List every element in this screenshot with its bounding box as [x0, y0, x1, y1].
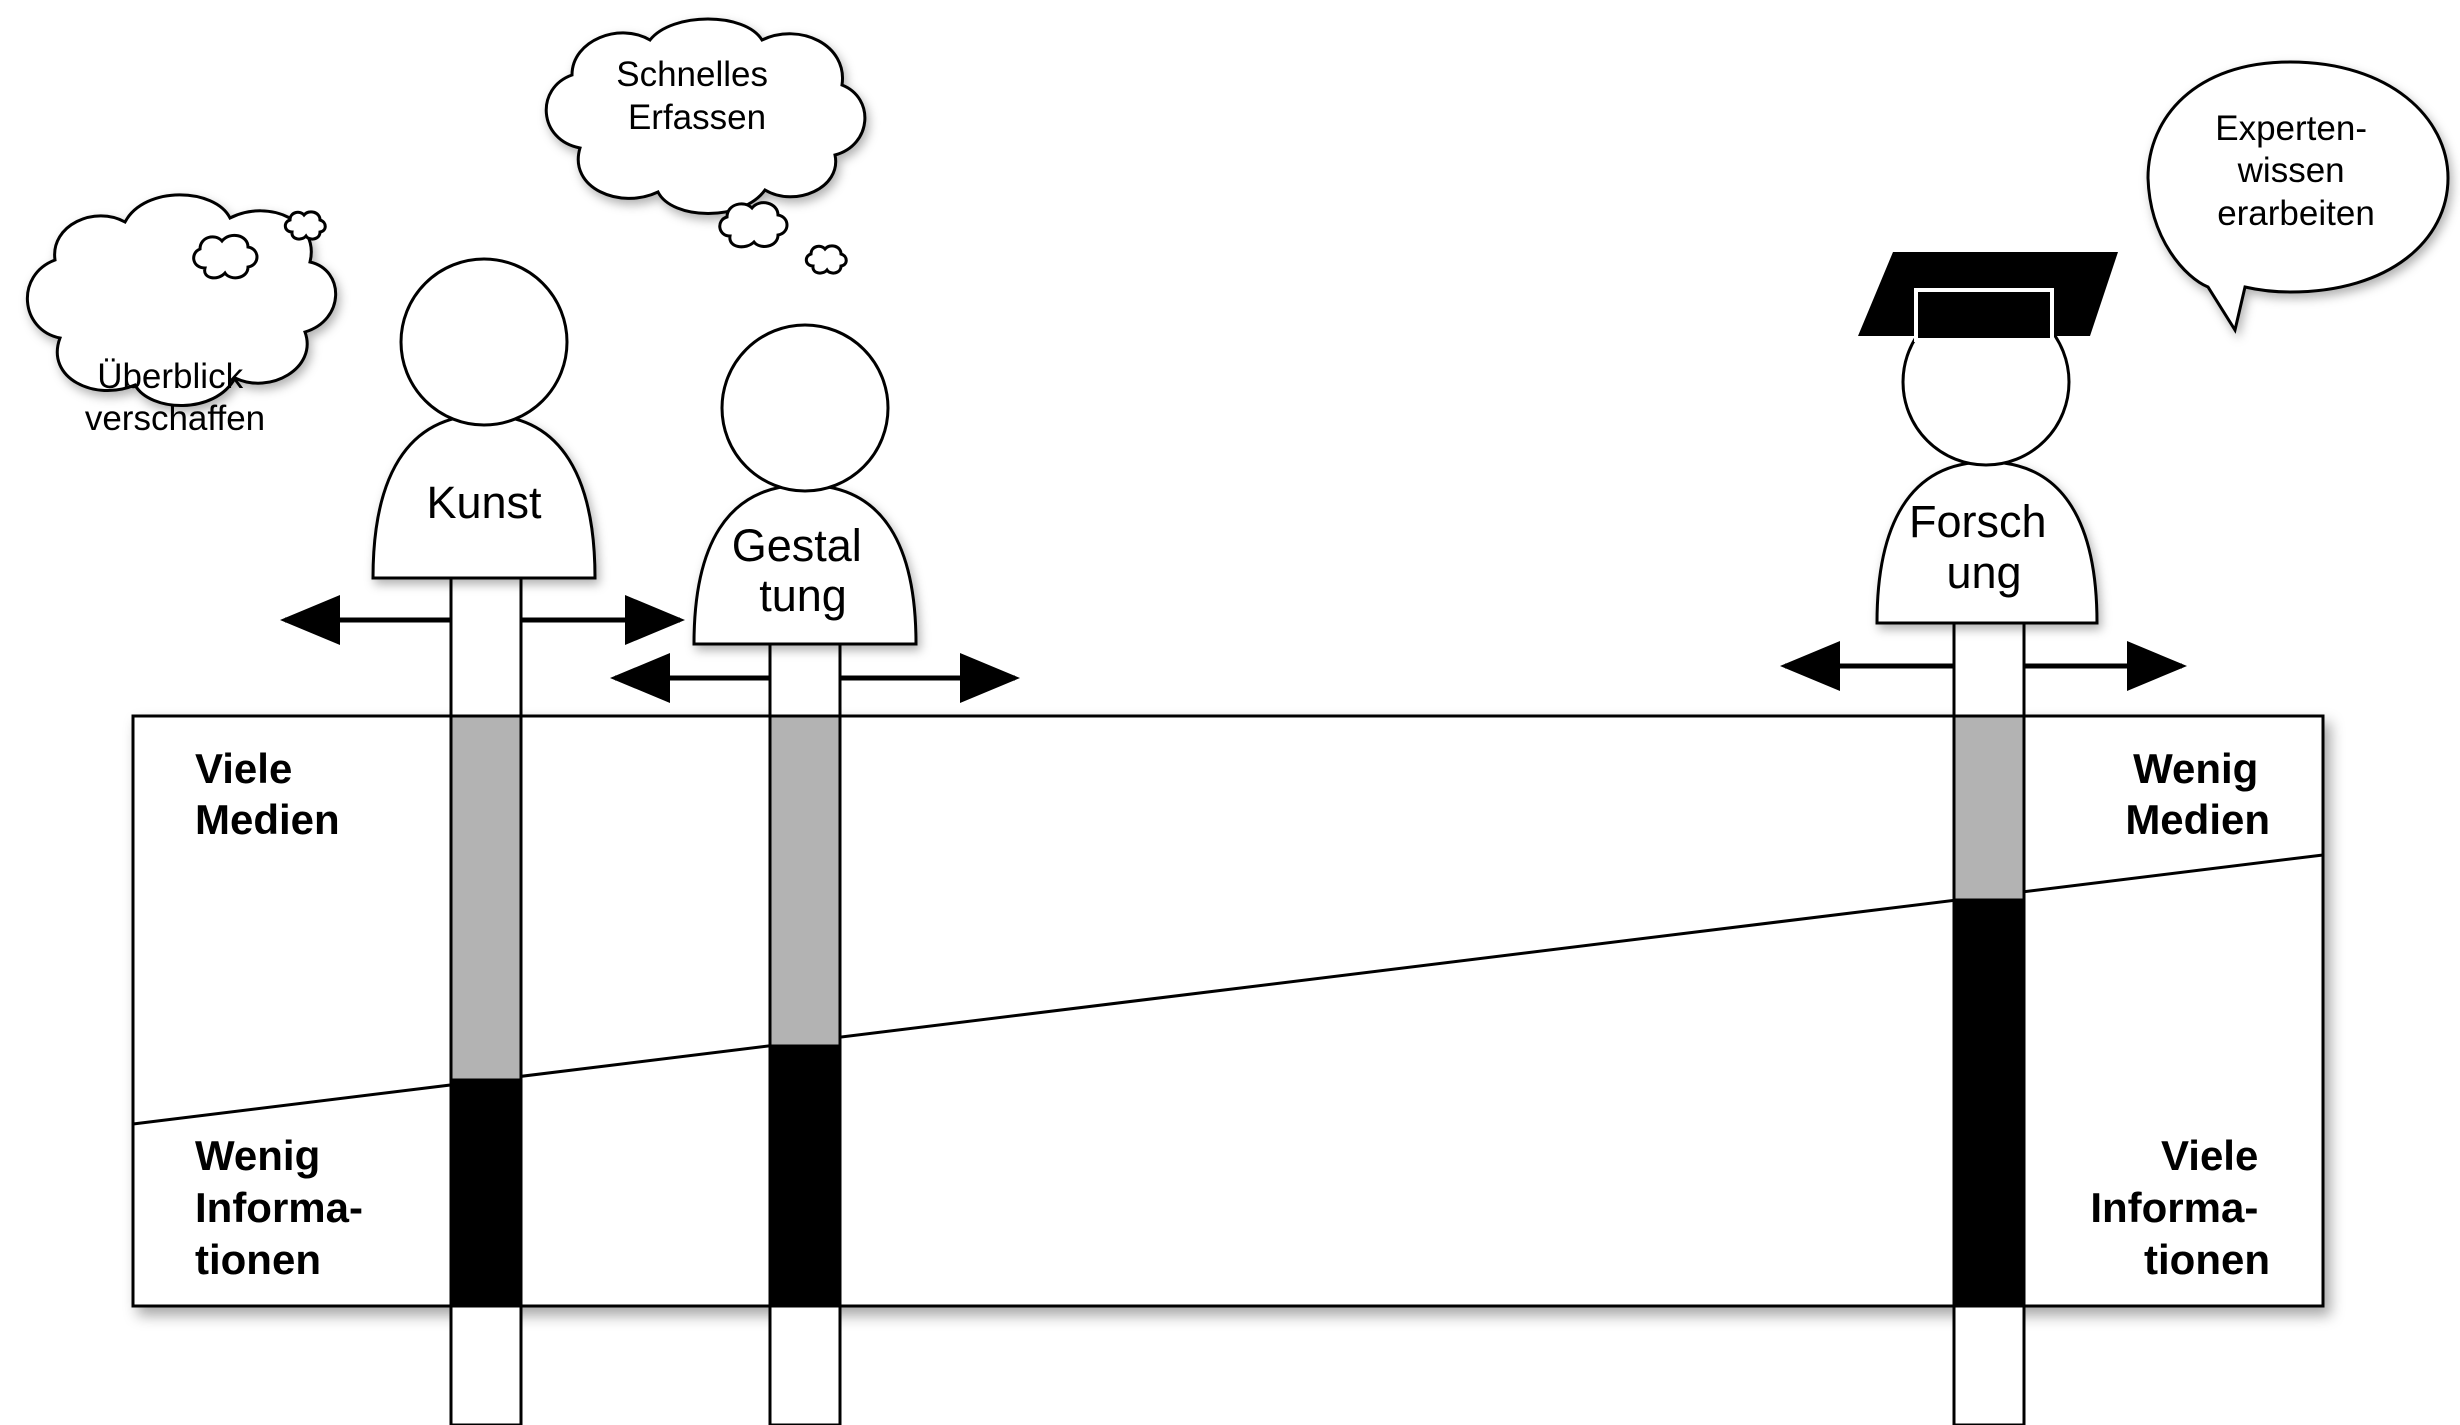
pole-information-segment	[1952, 898, 2026, 1308]
pole-upper	[768, 642, 842, 718]
pole-information-segment	[449, 1078, 523, 1308]
cloud-shape	[26, 193, 338, 407]
figure-label: Gestal tung	[732, 520, 875, 621]
figure-head	[399, 257, 569, 427]
top-left-label: Viele Medien	[195, 745, 340, 843]
bubble-text: Schnelles Erfassen	[616, 55, 778, 137]
thought-dot-medium	[192, 233, 259, 280]
thought-bubble-ueberblick: Überblick verschaffen	[26, 193, 338, 438]
bottom-right-label: Viele Informa- tionen	[2090, 1132, 2270, 1283]
thought-bubble-schnelles: Schnelles Erfassen	[544, 17, 867, 275]
thought-dot-medium	[718, 201, 789, 249]
mortarboard-icon	[1858, 252, 2118, 342]
bubble-text: Überblick verschaffen	[85, 357, 265, 438]
bottom-left-label: Wenig Informa- tionen	[195, 1132, 375, 1283]
pole-lower	[449, 1304, 523, 1425]
pole-lower	[768, 1304, 842, 1425]
speech-shape	[2146, 60, 2450, 334]
pole-upper	[1952, 621, 2026, 718]
bubble-text: Experten- wissen erarbeiten	[2215, 109, 2376, 233]
figure-label: Forsch ung	[1909, 496, 2059, 598]
pole-lower	[1952, 1304, 2026, 1425]
figure-kunst: Kunst	[280, 257, 685, 1425]
pole-media-segment	[449, 714, 523, 1082]
figure-head	[720, 323, 890, 493]
pole-media-segment	[768, 714, 842, 1048]
pole-media-segment	[1952, 714, 2026, 902]
pole-upper	[449, 576, 523, 718]
figure-label: Kunst	[426, 477, 542, 528]
thought-dot-small	[804, 244, 848, 275]
figure-forschung: Forsch ung	[1780, 252, 2187, 1425]
top-right-label: Wenig Medien	[2125, 745, 2270, 843]
speech-bubble-experten: Experten- wissen erarbeiten	[2146, 60, 2450, 334]
figure-gestaltung: Gestal tung	[610, 323, 1020, 1425]
pole-information-segment	[768, 1044, 842, 1308]
cloud-shape	[544, 17, 867, 215]
thought-dot-small	[283, 210, 327, 241]
